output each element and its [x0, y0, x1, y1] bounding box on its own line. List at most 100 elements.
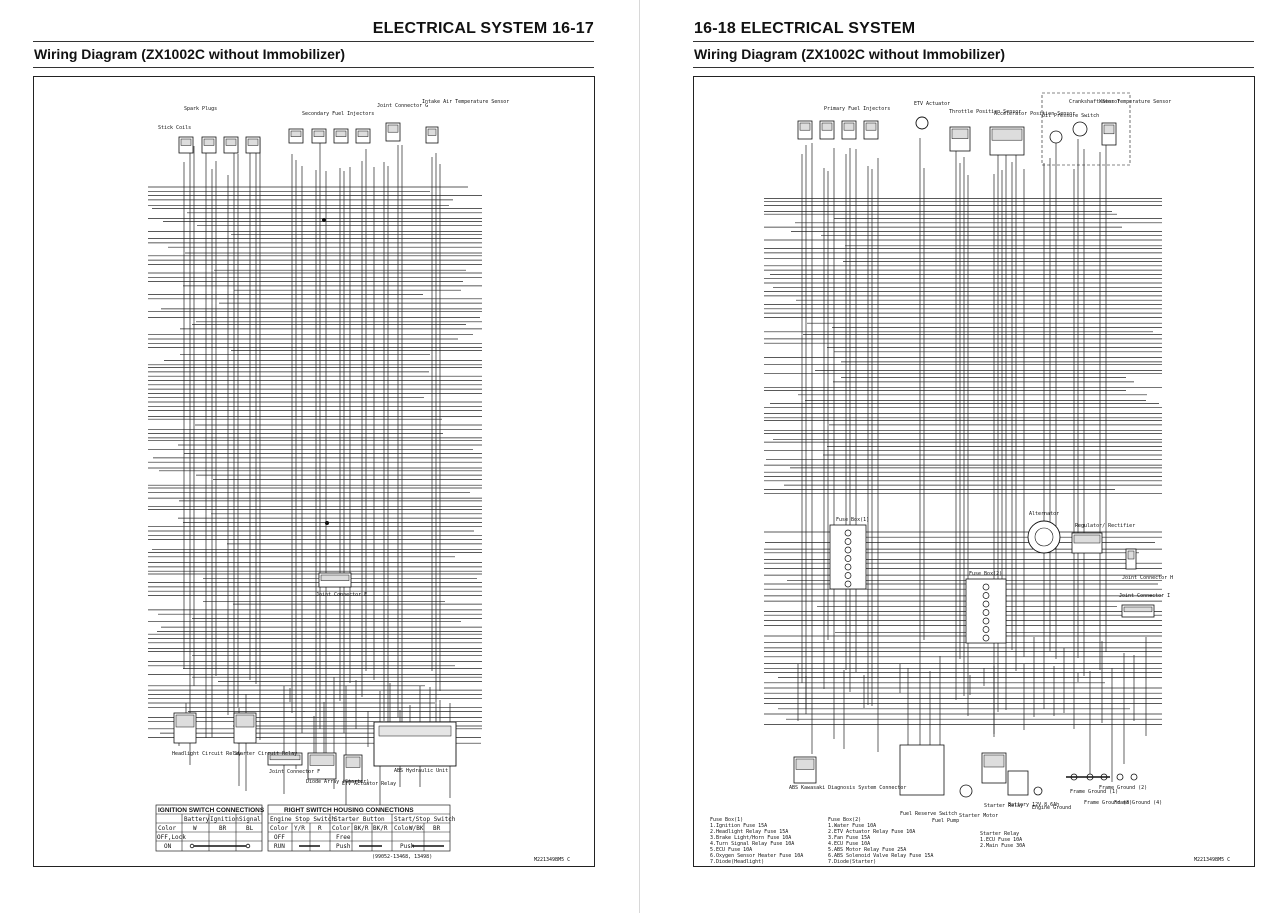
abs-connector-label: ABS Kawasaki Diagnosis System Connector: [789, 785, 906, 791]
legend-starter-title: Starter Relay: [980, 831, 1019, 837]
primary-injector-2-pins: [821, 122, 833, 131]
header-rule: [33, 41, 594, 42]
oil-pressure-label: Oil Pressure Switch: [1042, 113, 1099, 119]
legend-fuse1-item: 5.ECU Fuse 10A: [710, 847, 752, 853]
legend-fuse2-item: 3.Fan Fuse 15A: [828, 835, 870, 841]
joint-connector-i-pins: [1123, 606, 1153, 613]
fuse-2-1: [982, 583, 990, 591]
fuse-2-3: [982, 600, 990, 608]
legend-fuse2-item: 5.ABS Motor Relay Fuse 25A: [828, 847, 906, 853]
switch-row-off: OFF: [274, 834, 285, 841]
secondary-injector-4-pins: [357, 130, 369, 137]
ignition-row-on: ON: [164, 843, 172, 850]
ignition-header-signal: Signal: [239, 816, 261, 823]
switch-color-2: R: [318, 825, 322, 832]
legend-fuse2-item: 2.ETV Actuator Relay Fuse 10A: [828, 829, 915, 835]
alternator-label: Alternator: [1029, 511, 1059, 517]
primary-injector-1-pins: [799, 122, 811, 131]
starter-motor: [959, 784, 973, 798]
fuse-1-4: [844, 555, 852, 562]
etv-relay-pins: [345, 756, 361, 768]
ignition-color-label: Color: [158, 825, 176, 832]
headlight-relay-pins: [175, 714, 195, 728]
headlight-relay-label: Headlight Circuit Relay: [172, 751, 241, 757]
abs-unit-pins: [378, 725, 452, 737]
ignition-color-signal: BL: [246, 825, 254, 832]
regulator-label: Regulator/ Rectifier: [1075, 523, 1135, 529]
battery: [1007, 770, 1029, 796]
switch-header-start-stop: Start/Stop Switch: [394, 816, 456, 823]
fuse-1-2: [844, 538, 852, 545]
stick-coil-3-pins: [225, 138, 237, 146]
accel-sensor-pins: [991, 128, 1023, 141]
page-header: ELECTRICAL SYSTEM 16-17: [372, 20, 594, 37]
stick-coils-label: Stick Coils: [158, 125, 191, 131]
frame-ground-point-5: [1130, 773, 1138, 781]
fuse-1-5: [844, 563, 852, 571]
frame-ground-4: Frame Ground (4): [1114, 800, 1162, 806]
switch-color-1: Y/R: [294, 825, 305, 832]
switch-color-label-1: Color: [270, 825, 288, 832]
legend-fuse2-title: Fuse Box(2): [828, 817, 861, 823]
etv-relay-label: ETV Actuator Relay: [342, 781, 396, 787]
legend-fuse2-item: 6.ABS Solenoid Valve Relay Fuse 15A: [828, 853, 933, 859]
ignition-color-battery: W: [193, 825, 197, 832]
diagram-code-left: M221349BM5 C: [534, 857, 570, 863]
joint-connector-g-label: Joint Connector G: [377, 103, 428, 109]
starter-relay-label: Starter Relay: [984, 803, 1023, 809]
legend-fuse1-item: 1.Ignition Fuse 15A: [710, 823, 767, 829]
frame-ground-1: Frame Ground (1): [1070, 789, 1118, 795]
diagram-code-right: M221349BM5 C: [1194, 857, 1230, 863]
abs-unit-label: ABS Hydraulic Unit: [394, 768, 448, 774]
battery-label: Battery 12V 8.6Ah: [1008, 802, 1059, 808]
water-temp-sensor-pins: [1103, 124, 1115, 135]
etv-actuator: [915, 116, 929, 130]
ignition-switch-table: IGNITION SWITCH CONNECTIONS Battery Igni…: [155, 804, 265, 852]
secondary-injector-1-pins: [290, 130, 302, 137]
subtitle-rule: [693, 67, 1254, 68]
fuse-box-2-legend: Fuse Box(2) 1.Water Fuse 10A 2.ETV Actua…: [828, 817, 933, 865]
secondary-injector-3-pins: [335, 130, 347, 137]
crankshaft-sensor: [1072, 121, 1088, 137]
fuse-1-7: [844, 580, 852, 588]
ignition-header-battery: Battery: [184, 816, 210, 823]
switch-row-push: Push: [336, 843, 351, 850]
legend-fuse1-item: 4.Turn Signal Relay Fuse 10A: [710, 841, 794, 847]
intake-air-temp-sensor-pins: [427, 128, 437, 136]
starter-relay-pins: [235, 714, 255, 728]
stick-coil-2-pins: [203, 138, 215, 146]
joint-connector-h-pins: [1127, 550, 1135, 560]
fuel-reserve-label: Fuel Reserve Switch: [900, 811, 957, 817]
switch-row-push-2: Push: [400, 843, 415, 850]
joint-connector-h-label: Joint Connector H: [1122, 575, 1173, 581]
intake-air-temp-label: Intake Air Temperature Sensor: [422, 99, 509, 105]
junction-dot: [322, 218, 326, 222]
joint-connector-e-label: Joint Connector E: [316, 592, 367, 598]
engine-ground: [1033, 786, 1043, 796]
switch-color-label-2: Color: [332, 825, 350, 832]
stick-coil-4-pins: [247, 138, 259, 146]
diode-array-label: Diode Array (Starter): [306, 779, 369, 785]
subtitle-rule: [33, 67, 594, 68]
crankshaft-sensor-label: Crankshaft Sensor: [1069, 99, 1120, 105]
joint-connector-g-pins: [387, 124, 399, 133]
fuse-1-1: [844, 529, 852, 537]
right-switch-table: RIGHT SWITCH HOUSING CONNECTIONS Engine …: [267, 804, 456, 852]
page-header: 16-18 ELECTRICAL SYSTEM: [694, 20, 916, 37]
spark-plugs-label: Spark Plugs: [184, 106, 217, 112]
switch-color-label-3: Color: [394, 825, 412, 832]
switch-header-engine-stop: Engine Stop Switch: [270, 816, 335, 823]
fuse-1-6: [844, 572, 852, 579]
fuse-box-1-legend: Fuse Box(1) 1.Ignition Fuse 15A 2.Headli…: [710, 817, 803, 865]
switch-row-run: RUN: [274, 843, 285, 850]
legend-fuse1-item: 3.Brake Light/Horn Fuse 10A: [710, 835, 791, 841]
ignition-table-title: IGNITION SWITCH CONNECTIONS: [158, 807, 265, 814]
throttle-sensor-label: Throttle Position Sensor: [949, 109, 1021, 115]
wiring-diagram-right: Primary Fuel Injectors ETV Actuator Thro…: [693, 76, 1255, 867]
fuse-2-2: [982, 592, 990, 599]
secondary-injectors-label: Secondary Fuel Injectors: [302, 111, 374, 117]
primary-injector-3-pins: [843, 122, 855, 131]
starter-relay-label: Starter Circuit Relay: [234, 751, 297, 757]
fuse-2-7: [982, 634, 990, 642]
throttle-sensor-pins: [951, 128, 969, 139]
